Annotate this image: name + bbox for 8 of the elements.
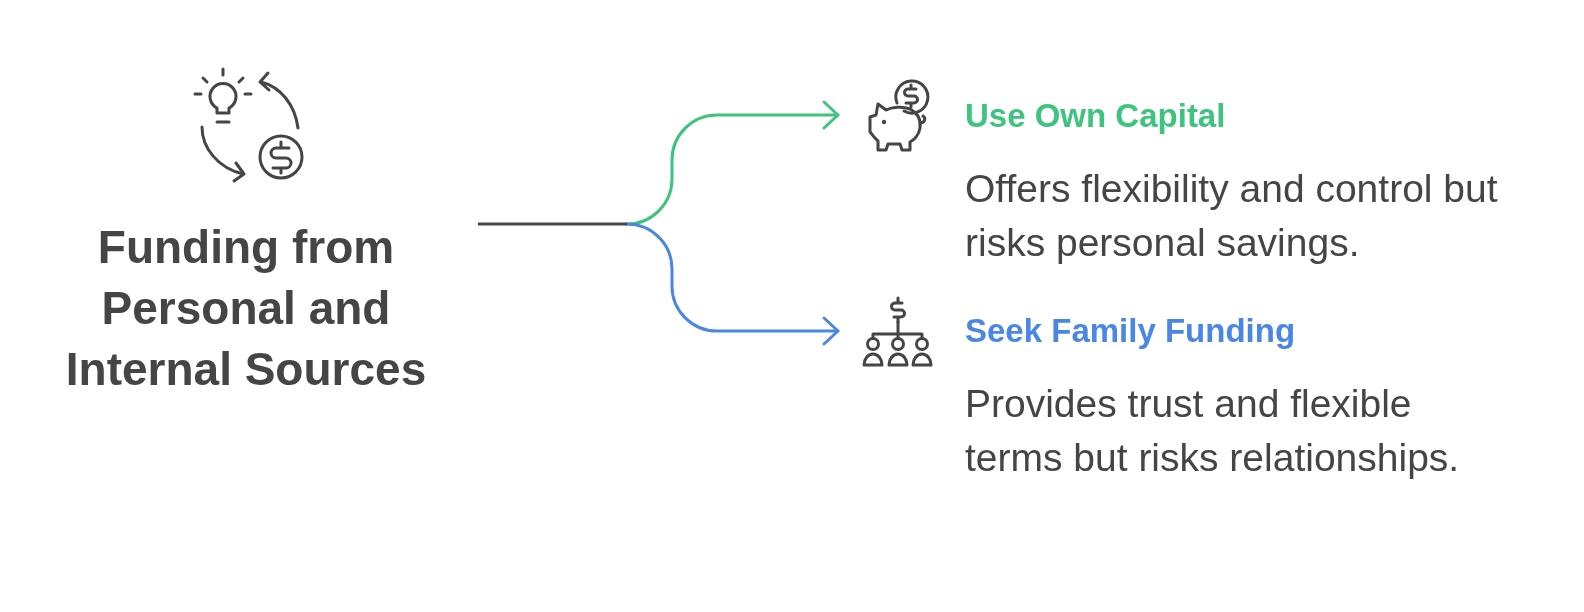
option-title: Seek Family Funding bbox=[965, 311, 1297, 351]
option-description: Provides trust and flexible terms but risks relationships. bbox=[965, 381, 1461, 481]
option-title: Use Own Capital bbox=[965, 96, 1227, 136]
option-description: Offers flexibility and control but risks personal savings. bbox=[965, 166, 1499, 266]
topic-title: Funding from Personal and Internal Sources bbox=[64, 219, 428, 397]
arrow bbox=[625, 100, 840, 226]
connector-line bbox=[478, 222, 627, 226]
arrow bbox=[625, 222, 840, 346]
